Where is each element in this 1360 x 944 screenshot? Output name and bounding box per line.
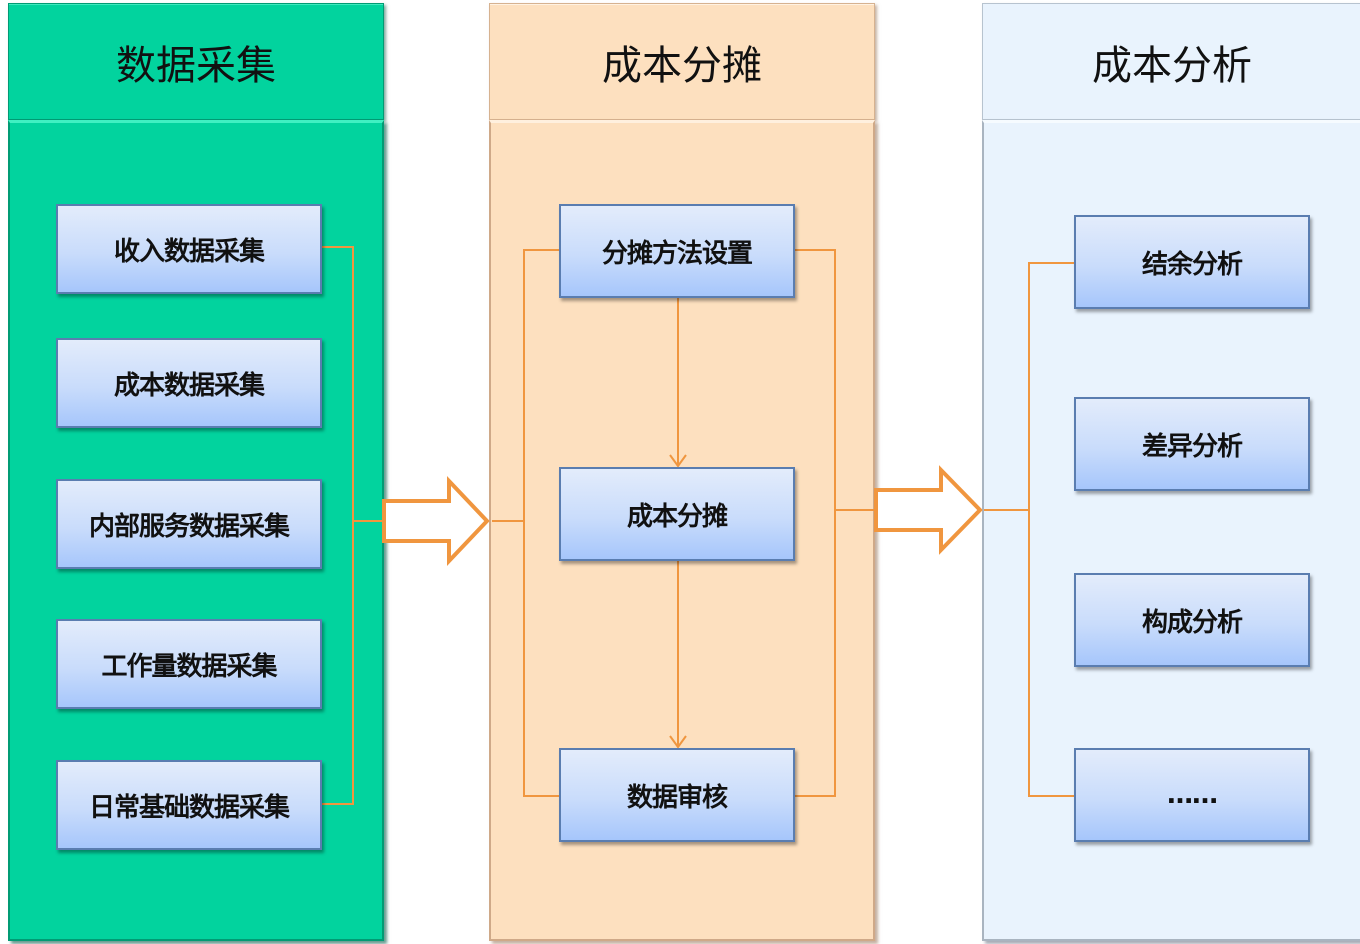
column-title: 数据采集 xyxy=(8,3,384,120)
process-box[interactable]: 差异分析 xyxy=(1074,397,1310,491)
big-arrow-right-icon xyxy=(382,475,490,567)
process-box[interactable]: 工作量数据采集 xyxy=(56,619,322,709)
process-box[interactable]: 分摊方法设置 xyxy=(559,204,795,298)
column-title: 成本分析 xyxy=(982,3,1360,120)
column-title: 成本分摊 xyxy=(489,3,875,120)
process-box[interactable]: 结余分析 xyxy=(1074,215,1310,309)
process-box[interactable]: 成本分摊 xyxy=(559,467,795,561)
process-box[interactable]: 收入数据采集 xyxy=(56,204,322,294)
process-box[interactable]: 数据审核 xyxy=(559,748,795,842)
process-box[interactable]: 成本数据采集 xyxy=(56,338,322,428)
process-box[interactable]: 构成分析 xyxy=(1074,573,1310,667)
process-box[interactable]: 内部服务数据采集 xyxy=(56,479,322,569)
process-box[interactable]: …… xyxy=(1074,748,1310,842)
process-box[interactable]: 日常基础数据采集 xyxy=(56,760,322,850)
big-arrow-right-icon xyxy=(874,465,983,555)
